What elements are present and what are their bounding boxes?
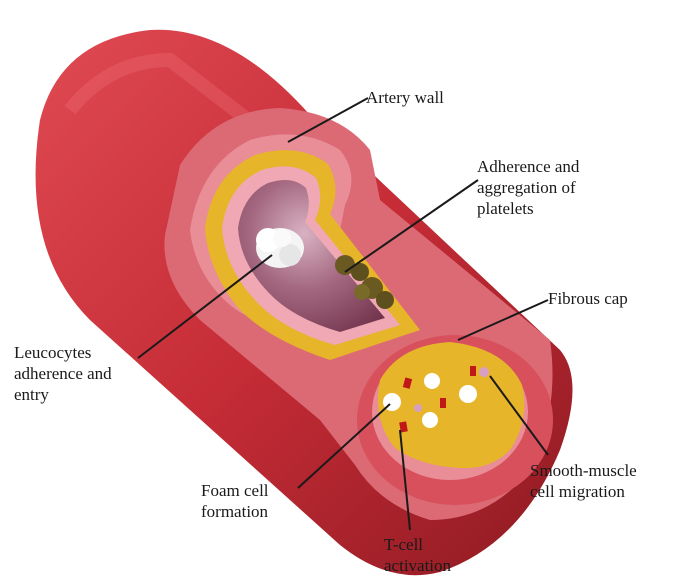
label-line: formation — [201, 501, 269, 522]
label-line: Foam cell — [201, 480, 269, 501]
foam-cell-b — [424, 373, 440, 389]
label-line: cell migration — [530, 481, 637, 502]
t-cell-c — [470, 366, 476, 376]
label-line: Leucocytes — [14, 342, 112, 363]
label-leucocytes: Leucocytes adherence and entry — [14, 342, 112, 405]
label-line: Artery wall — [366, 87, 444, 108]
foam-cell-c — [459, 385, 477, 403]
label-t-cell: T-cell activation — [384, 534, 451, 576]
label-line: platelets — [477, 198, 579, 219]
cross-section-face — [357, 335, 553, 505]
label-line: aggregation of — [477, 177, 579, 198]
foam-cell-d — [422, 412, 438, 428]
label-line: T-cell — [384, 534, 451, 555]
label-line: adherence and — [14, 363, 112, 384]
label-line: Smooth-muscle — [530, 460, 637, 481]
label-artery-wall: Artery wall — [366, 87, 444, 108]
label-line: entry — [14, 384, 112, 405]
label-line: Fibrous cap — [548, 288, 628, 309]
label-line: activation — [384, 555, 451, 576]
label-foam-cell: Foam cell formation — [201, 480, 269, 522]
label-line: Adherence and — [477, 156, 579, 177]
label-platelets: Adherence and aggregation of platelets — [477, 156, 579, 219]
t-cell-b — [440, 398, 446, 408]
label-smooth-muscle: Smooth-muscle cell migration — [530, 460, 637, 502]
label-fibrous-cap: Fibrous cap — [548, 288, 628, 309]
